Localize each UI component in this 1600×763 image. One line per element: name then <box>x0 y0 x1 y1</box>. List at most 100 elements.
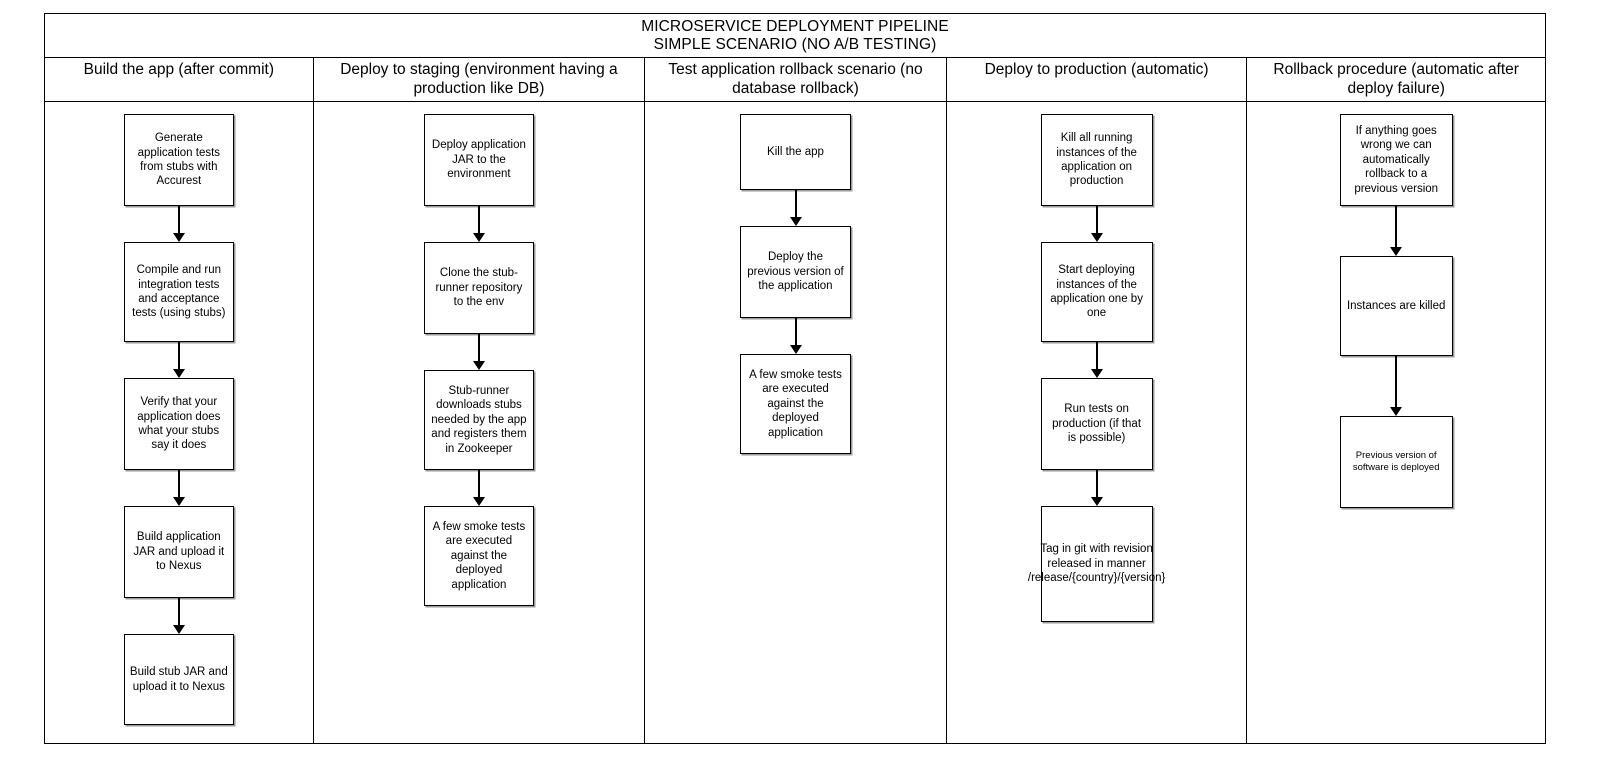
arrow-stem <box>477 470 480 498</box>
flow-build: Generate application tests from stubs wi… <box>123 114 234 725</box>
arrow-stem <box>477 206 480 234</box>
flow-rollback: If anything goes wrong we can automatica… <box>1339 114 1453 508</box>
arrow-rollback-2-3 <box>1388 356 1404 416</box>
node-rollback-test-1-label: Kill the app <box>767 145 824 158</box>
arrow-stem <box>177 206 180 234</box>
node-rollback-test-2-label: Deploy the previous version of the appli… <box>747 251 844 293</box>
arrow-stem <box>794 318 797 346</box>
stage-header-production: Deploy to production (automatic) <box>946 58 1247 102</box>
pipeline-stage-rollback: Rollback procedure (automatic after depl… <box>1247 58 1545 743</box>
node-rollback-2-label: Instances are killed <box>1346 299 1446 312</box>
node-staging-1-label: Deploy application JAR to the environmen… <box>431 139 526 181</box>
node-build-1-label: Generate application tests from stubs wi… <box>137 132 221 188</box>
diagram-title: MICROSERVICE DEPLOYMENT PIPELINE SIMPLE … <box>45 14 1545 58</box>
node-production-2[interactable]: Start deploying instances of the applica… <box>1040 242 1153 342</box>
arrow-stem <box>177 470 180 498</box>
arrow-rollback-1-2 <box>1388 206 1404 256</box>
diagram-title-line-2: SIMPLE SCENARIO (NO A/B TESTING) <box>653 35 937 53</box>
arrowhead-down-icon <box>172 233 185 242</box>
arrowhead-down-icon <box>472 497 485 506</box>
arrow-build-4-5 <box>171 598 187 634</box>
arrowhead-down-icon <box>472 361 485 370</box>
arrow-build-2-3 <box>171 342 187 378</box>
node-build-2-label: Compile and run integration tests and ac… <box>132 264 226 320</box>
node-staging-4[interactable]: A few smoke tests are executed against t… <box>423 506 534 606</box>
arrowhead-down-icon <box>172 497 185 506</box>
pipeline-stage-build: Build the app (after commit) Generate ap… <box>45 58 314 743</box>
arrow-staging-1-2 <box>471 206 487 242</box>
node-staging-4-label: A few smoke tests are executed against t… <box>432 520 526 591</box>
node-build-3-label: Verify that your application does what y… <box>137 396 221 452</box>
node-staging-3-label: Stub-runner downloads stubs needed by th… <box>431 384 527 455</box>
node-production-1-label: Kill all running instances of the applic… <box>1056 132 1137 188</box>
arrowhead-down-icon <box>1390 247 1403 256</box>
node-rollback-2[interactable]: Instances are killed <box>1339 256 1453 356</box>
arrow-production-2-3 <box>1089 342 1105 378</box>
stage-header-rollback-label: Rollback procedure (automatic after depl… <box>1273 61 1519 97</box>
node-production-4-label: Tag in git with revision released in man… <box>1027 543 1166 585</box>
node-rollback-test-1[interactable]: Kill the app <box>740 114 851 190</box>
node-rollback-test-2[interactable]: Deploy the previous version of the appli… <box>740 226 851 318</box>
flow-staging: Deploy application JAR to the environmen… <box>423 114 534 606</box>
stage-header-production-label: Deploy to production (automatic) <box>984 61 1209 78</box>
arrow-stem <box>1395 356 1398 408</box>
arrow-stem <box>477 334 480 362</box>
arrowhead-down-icon <box>1390 407 1403 416</box>
stage-header-rollback: Rollback procedure (automatic after depl… <box>1247 58 1545 102</box>
arrow-staging-2-3 <box>471 334 487 370</box>
node-build-1[interactable]: Generate application tests from stubs wi… <box>123 114 234 206</box>
stage-header-rollback-test-label: Test application rollback scenario (no d… <box>668 61 923 97</box>
node-rollback-test-3[interactable]: A few smoke tests are executed against t… <box>740 354 851 454</box>
arrow-stem <box>1395 206 1398 248</box>
node-staging-3[interactable]: Stub-runner downloads stubs needed by th… <box>423 370 534 470</box>
node-staging-1[interactable]: Deploy application JAR to the environmen… <box>423 114 534 206</box>
node-staging-2[interactable]: Clone the stub-runner repository to the … <box>423 242 534 334</box>
node-production-1[interactable]: Kill all running instances of the applic… <box>1040 114 1153 206</box>
flow-production: Kill all running instances of the applic… <box>1028 114 1165 622</box>
node-staging-2-label: Clone the stub-runner repository to the … <box>435 267 523 309</box>
node-rollback-3[interactable]: Previous version of software is deployed <box>1339 416 1453 508</box>
node-production-3[interactable]: Run tests on production (if that is poss… <box>1040 378 1153 470</box>
node-build-5[interactable]: Build stub JAR and upload it to Nexus <box>123 634 234 725</box>
arrowhead-down-icon <box>789 345 802 354</box>
arrow-build-3-4 <box>171 470 187 506</box>
node-rollback-3-label: Previous version of software is deployed <box>1352 449 1440 473</box>
arrow-stem <box>794 190 797 218</box>
diagram-frame: MICROSERVICE DEPLOYMENT PIPELINE SIMPLE … <box>44 13 1546 744</box>
arrowhead-down-icon <box>1090 497 1103 506</box>
arrow-stem <box>177 342 180 370</box>
node-build-3[interactable]: Verify that your application does what y… <box>123 378 234 470</box>
arrowhead-down-icon <box>172 369 185 378</box>
stage-header-staging-label: Deploy to staging (environment having a … <box>340 61 618 97</box>
stage-header-build-label: Build the app (after commit) <box>83 61 275 78</box>
node-rollback-test-3-label: A few smoke tests are executed against t… <box>749 368 842 439</box>
node-production-4[interactable]: Tag in git with revision released in man… <box>1028 506 1165 622</box>
arrowhead-down-icon <box>1090 233 1103 242</box>
node-rollback-1[interactable]: If anything goes wrong we can automatica… <box>1339 114 1453 206</box>
node-build-4-label: Build application JAR and upload it to N… <box>133 531 225 573</box>
arrow-stem <box>1095 470 1098 498</box>
node-build-2[interactable]: Compile and run integration tests and ac… <box>123 242 234 342</box>
stage-header-build: Build the app (after commit) <box>45 58 313 102</box>
arrowhead-down-icon <box>789 217 802 226</box>
arrow-staging-3-4 <box>471 470 487 506</box>
arrow-stem <box>1095 206 1098 234</box>
arrow-rollback-test-1-2 <box>788 190 804 226</box>
pipeline-columns: Build the app (after commit) Generate ap… <box>45 58 1545 743</box>
arrow-production-3-4 <box>1089 470 1105 506</box>
arrow-rollback-test-2-3 <box>788 318 804 354</box>
node-production-2-label: Start deploying instances of the applica… <box>1050 264 1143 320</box>
arrow-stem <box>177 598 180 626</box>
stage-header-rollback-test: Test application rollback scenario (no d… <box>645 58 946 102</box>
arrowhead-down-icon <box>472 233 485 242</box>
arrow-production-1-2 <box>1089 206 1105 242</box>
node-rollback-1-label: If anything goes wrong we can automatica… <box>1354 124 1439 195</box>
arrow-stem <box>1095 342 1098 370</box>
flow-rollback-test: Kill the app Deploy the previous version… <box>740 114 851 454</box>
node-build-5-label: Build stub JAR and upload it to Nexus <box>129 666 228 693</box>
stage-header-staging: Deploy to staging (environment having a … <box>313 58 645 102</box>
node-build-4[interactable]: Build application JAR and upload it to N… <box>123 506 234 598</box>
node-production-3-label: Run tests on production (if that is poss… <box>1052 403 1142 445</box>
arrowhead-down-icon <box>1090 369 1103 378</box>
